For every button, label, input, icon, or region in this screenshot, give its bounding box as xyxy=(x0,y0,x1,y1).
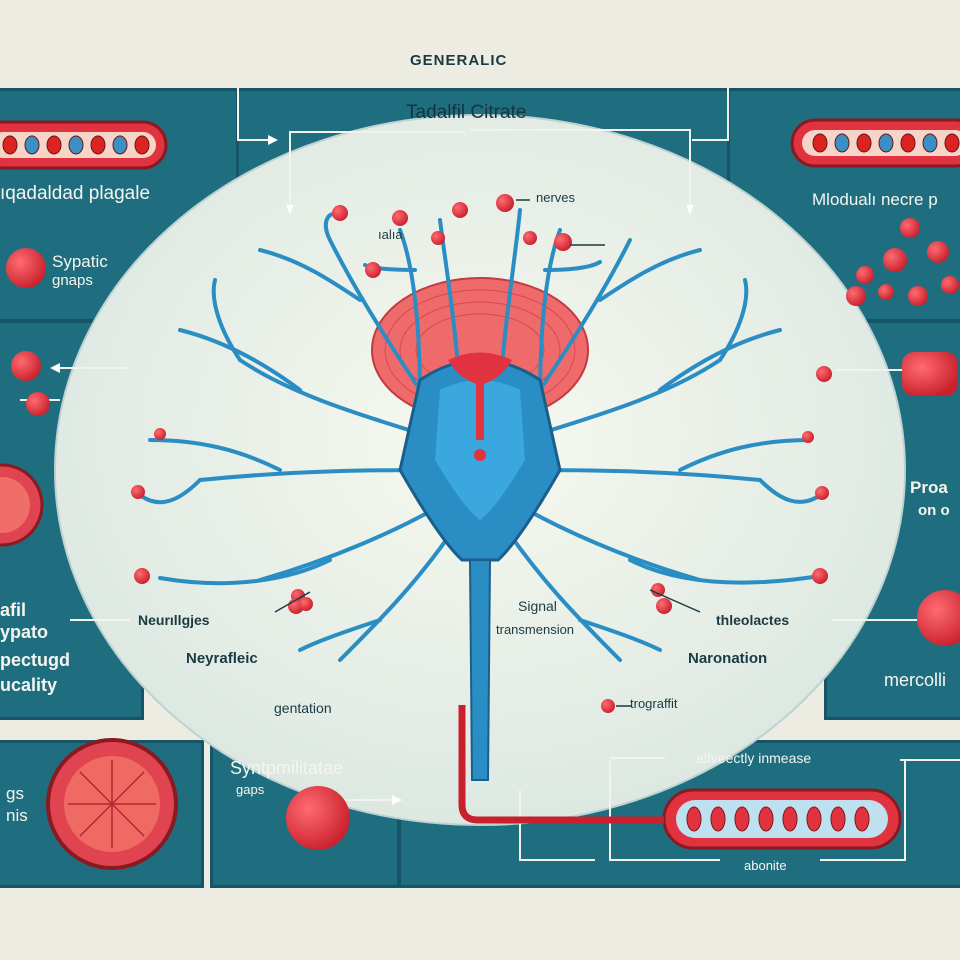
top-label: GENERALIC xyxy=(410,52,508,69)
label-signal-line-1: Signal xyxy=(518,598,557,614)
synaptic-label-line-1: Sypatic xyxy=(52,252,108,271)
red-cluster-right xyxy=(846,218,959,306)
label-trograffit: trograffit xyxy=(630,696,678,711)
lower-label-line-3: pectugd xyxy=(0,650,70,670)
lower-label-line-2: ypato xyxy=(0,622,49,642)
label-gentation: gentation xyxy=(274,700,332,716)
red-sphere xyxy=(6,248,46,288)
neuron xyxy=(138,208,824,781)
right-mid-label-line-1: Proa xyxy=(910,478,948,497)
tissue-disc-left xyxy=(0,463,44,547)
label-neyrafleic: Neyrafleic xyxy=(186,650,258,667)
red-sphere-large xyxy=(917,590,960,646)
right-top-label: Mlodualı necre p xyxy=(812,190,938,209)
plaque-label: ıqadaldad plagale xyxy=(0,183,151,204)
red-sphere xyxy=(26,392,50,416)
tissue-disc-bottom xyxy=(46,738,178,870)
bottom-left-label-line-2: nis xyxy=(6,806,28,825)
label-naronation: Naronation xyxy=(688,650,768,667)
capsule-top-right xyxy=(790,118,960,168)
bottom-left-label-line-1: gs xyxy=(6,784,24,803)
synaptic-label-line-2: gnaps xyxy=(52,272,93,289)
label-nerves: nerves xyxy=(536,190,576,205)
synapse-gaps-label-line-1: Syntpmilitatae xyxy=(230,758,344,778)
synapse-gaps-label-line-2: gaps xyxy=(236,782,265,797)
right-bottom-label: mercolli xyxy=(884,670,947,690)
main-title: Tadalfil Citrate xyxy=(406,102,527,123)
abonite-label: abonite xyxy=(744,858,787,873)
label-neurilgies: Neurıllgjes xyxy=(138,612,210,628)
label-thleolactes: thleolactes xyxy=(716,612,790,628)
red-block xyxy=(902,352,958,396)
label-signal-line-2: transmension xyxy=(496,622,575,637)
red-sphere-synapse xyxy=(286,786,350,850)
capsule-top-left xyxy=(0,120,168,170)
synapse-dots xyxy=(131,194,832,713)
label-ialia: ıalıa xyxy=(378,227,403,242)
right-mid-label-line-2: on o xyxy=(918,502,950,519)
increase-label: alfveectly inmease xyxy=(696,750,812,766)
red-sphere xyxy=(11,351,41,381)
lower-label-line-1: afil xyxy=(0,600,27,620)
lower-label-line-4: ucality xyxy=(0,675,58,695)
capsule-bottom-right xyxy=(662,788,902,850)
